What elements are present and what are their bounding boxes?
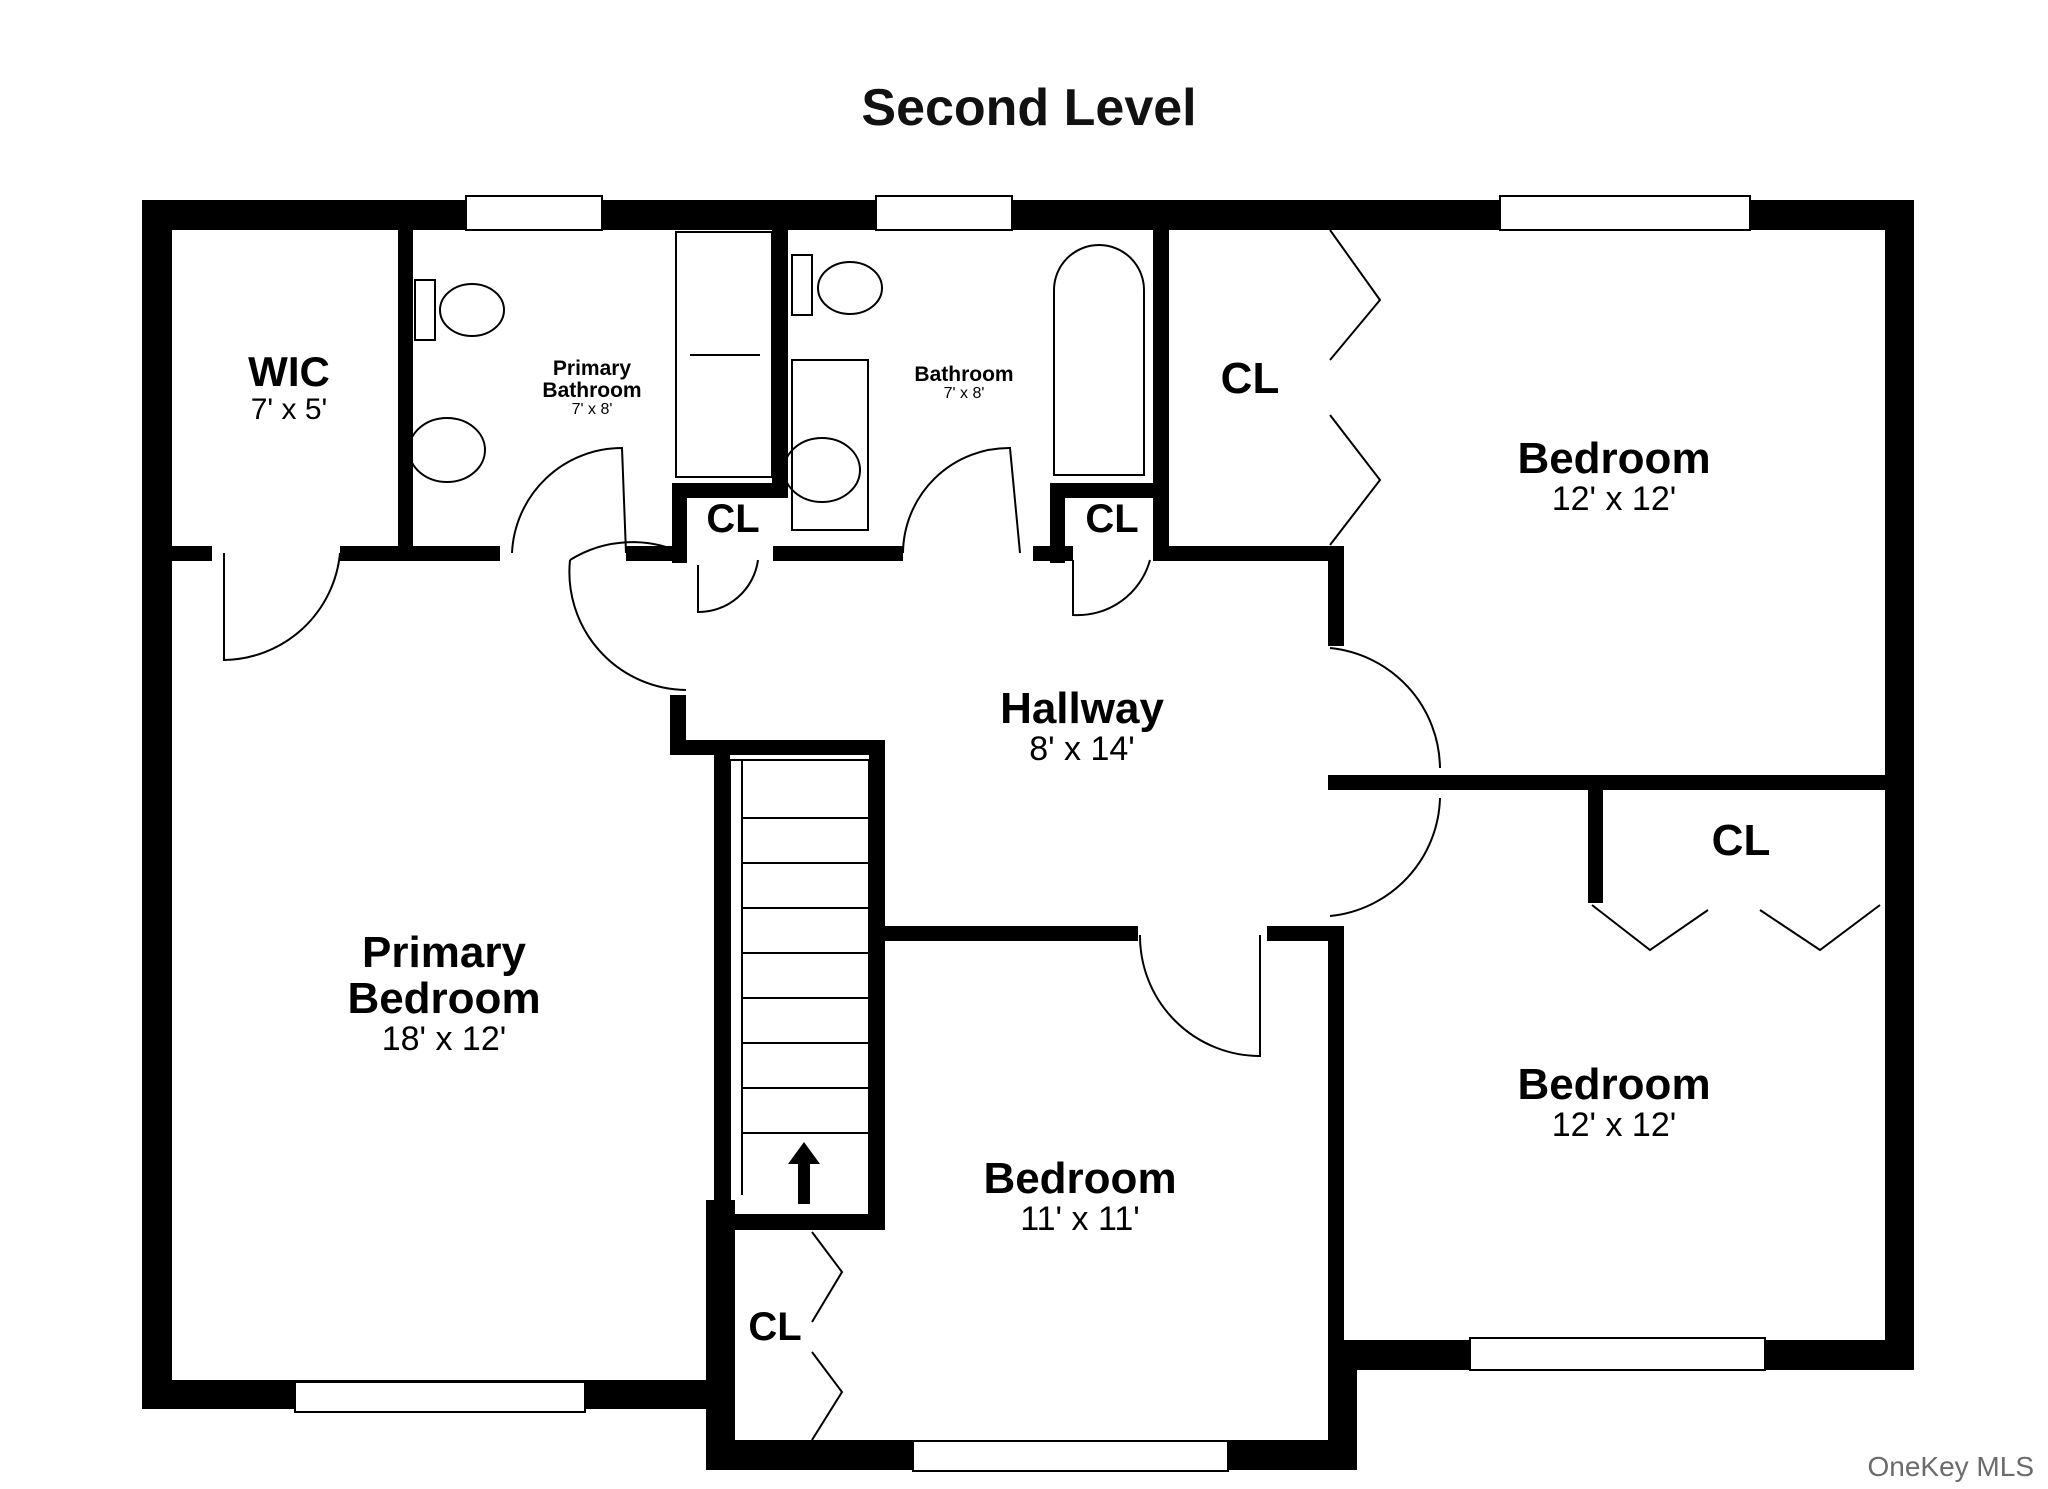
hallway-name: Hallway (1000, 684, 1164, 733)
stairs (729, 759, 870, 1216)
hallway-size: 8' x 14' (1029, 730, 1135, 769)
bedroom-s-label: Bedroom 11' x 11' (983, 1154, 1177, 1239)
watermark: OneKey MLS (1867, 1451, 2034, 1482)
stair-treads (742, 817, 869, 1134)
bedroom-se-name: Bedroom (1517, 1060, 1711, 1109)
bathroom-label: Bathroom 7' x 8' (914, 363, 1014, 403)
primary-bedroom-label: Primary Bedroom 18' x 12' (324, 928, 564, 1059)
closet-label-5: CL (748, 1305, 802, 1349)
bedroom-se-label: Bedroom 12' x 12' (1517, 1060, 1711, 1145)
bedroom-ne-size: 12' x 12' (1551, 480, 1677, 519)
primary-bedroom-name: Primary Bedroom (347, 928, 541, 1024)
wic-name: WIC (248, 348, 330, 395)
primary-bedroom-size: 18' x 12' (381, 1020, 507, 1059)
up-arrow-icon (788, 1142, 820, 1204)
walls (142, 200, 1914, 1470)
closet-label-1: CL (706, 497, 760, 541)
primary-bathroom-size: 7' x 8' (571, 401, 613, 419)
bedroom-se-size: 12' x 12' (1551, 1106, 1677, 1145)
bedroom-ne-name: Bedroom (1517, 434, 1711, 483)
bedroom-s-name: Bedroom (983, 1154, 1177, 1203)
bathroom-name: Bathroom (914, 363, 1014, 386)
primary-bathroom-label: Primary Bathroom 7' x 8' (527, 357, 657, 419)
wic-size: 7' x 5' (250, 393, 328, 427)
plan-title: Second Level (861, 79, 1197, 137)
bathroom-size: 7' x 8' (943, 385, 985, 403)
bedroom-s-size: 11' x 11' (1020, 1200, 1140, 1239)
closet-label-4: CL (1711, 816, 1771, 865)
closet-label-3: CL (1220, 354, 1280, 403)
primary-bathroom-name: Primary Bathroom (542, 357, 642, 403)
closet-label-2: CL (1085, 497, 1139, 541)
windows (294, 195, 1766, 1472)
doors (223, 229, 1881, 1441)
bedroom-ne-label: Bedroom 12' x 12' (1517, 434, 1711, 519)
wic-label: WIC 7' x 5' (248, 348, 330, 427)
hallway-label: Hallway 8' x 14' (1000, 684, 1164, 769)
fixtures (408, 231, 1145, 531)
